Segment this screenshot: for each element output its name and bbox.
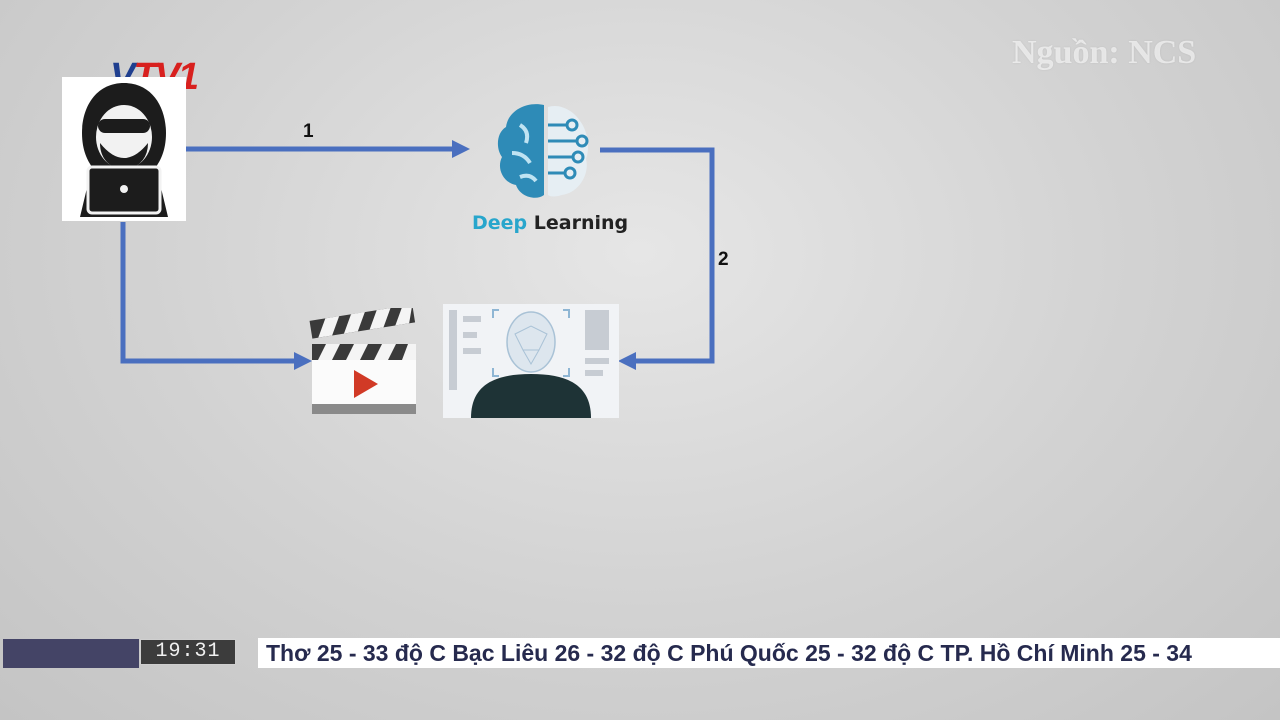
clapperboard-video-icon [309, 308, 416, 414]
step-1-label: 1 [303, 121, 314, 142]
ticker-logo-block [3, 639, 139, 668]
ticker-text: Thơ 25 - 33 độ C Bạc Liêu 26 - 32 độ C P… [266, 640, 1192, 666]
face-scan-icon [449, 309, 609, 418]
arrowhead-3 [294, 352, 312, 370]
clapperboard-tile [308, 308, 420, 420]
hacker-tile [62, 77, 186, 221]
broadcast-clock: 19:31 [140, 639, 236, 665]
step-2-label: 2 [718, 249, 729, 270]
deep-learning-label: Deep Learning [472, 212, 629, 234]
hacker-laptop-icon [80, 83, 168, 217]
face-scan-tile [443, 304, 619, 418]
arrow-2 [600, 147, 715, 364]
brain-tile [490, 97, 600, 207]
weather-ticker: Thơ 25 - 33 độ C Bạc Liêu 26 - 32 độ C P… [258, 638, 1280, 668]
arrowhead-1 [452, 140, 470, 158]
brain-circuit-icon [497, 104, 589, 198]
arrowhead-2 [618, 352, 636, 370]
arrow-3 [120, 222, 294, 364]
source-credit: Nguồn: NCS [1012, 34, 1197, 71]
